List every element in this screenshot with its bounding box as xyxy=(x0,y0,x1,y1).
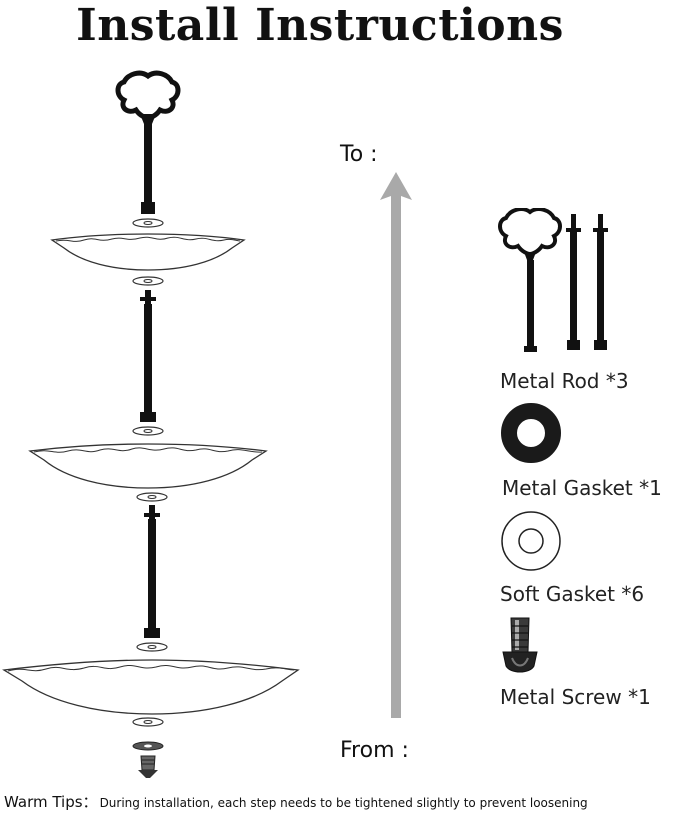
metal-gasket-label: Metal Gasket *1 xyxy=(502,476,662,500)
handle-rod-icon xyxy=(115,70,181,214)
bottom-rod-icon xyxy=(144,505,160,638)
metal-gasket-icon xyxy=(501,403,561,463)
soft-gasket-icon xyxy=(501,511,561,571)
metal-screw-icon xyxy=(502,617,538,673)
plate-medium xyxy=(28,443,268,489)
middle-rod-icon xyxy=(140,290,156,422)
up-arrow-icon xyxy=(380,172,412,718)
warm-tips-text: During installation, each step needs to … xyxy=(99,796,588,810)
plate-large xyxy=(2,659,300,715)
soft-gasket-5 xyxy=(136,642,168,652)
soft-gasket-4 xyxy=(136,492,168,502)
soft-gasket-2 xyxy=(132,276,164,286)
soft-gasket-6 xyxy=(132,717,164,727)
direction-to-label: To : xyxy=(340,142,378,167)
plate-small xyxy=(50,233,246,271)
metal-rod-label: Metal Rod *3 xyxy=(500,369,629,393)
page-title: Install Instructions xyxy=(76,0,564,51)
assembly-diagram xyxy=(2,70,300,778)
warm-tips-label: Warm Tips： xyxy=(4,793,98,811)
soft-gasket-label: Soft Gasket *6 xyxy=(500,582,645,606)
soft-gasket-1 xyxy=(132,218,164,228)
warm-tips: Warm Tips：During installation, each step… xyxy=(4,791,588,812)
metal-screw-label: Metal Screw *1 xyxy=(500,685,651,709)
screw-bottom-icon xyxy=(138,755,158,778)
soft-gasket-3 xyxy=(132,426,164,436)
direction-from-label: From : xyxy=(340,738,409,763)
metal-rod-icon xyxy=(498,208,608,352)
